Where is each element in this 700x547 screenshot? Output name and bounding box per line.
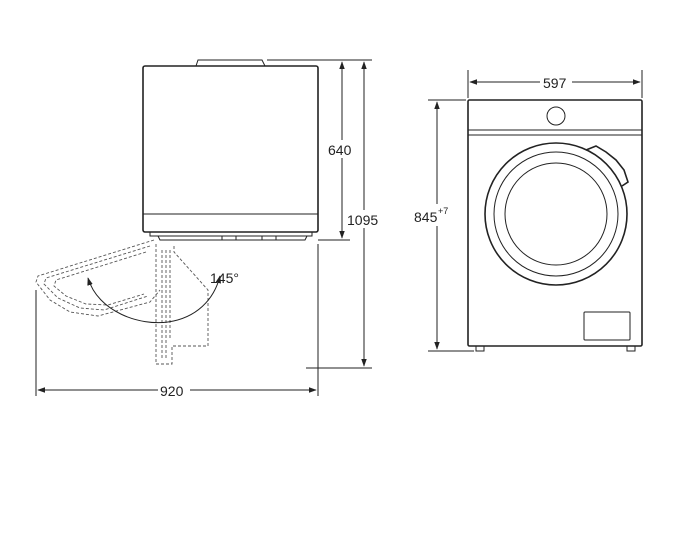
front-foot-left bbox=[475, 345, 485, 352]
stacking-kit-foot-left bbox=[221, 235, 237, 241]
top-unit-lid-handle bbox=[195, 59, 266, 67]
stacking-kit-foot-right bbox=[261, 235, 277, 241]
door-glass bbox=[504, 162, 608, 266]
top-unit-body bbox=[142, 65, 319, 233]
door-angle-arc bbox=[87, 275, 221, 324]
door-handle bbox=[585, 145, 629, 187]
door-swing-outline-inner2 bbox=[53, 251, 147, 306]
door-angle-label: 145° bbox=[210, 270, 239, 286]
depth-dimension-label: 920 bbox=[160, 383, 184, 399]
door-outer-ring bbox=[484, 142, 628, 286]
base-height-tolerance: +7 bbox=[438, 206, 448, 216]
width-dimension-label: 597 bbox=[543, 75, 567, 91]
total-height-label: 1095 bbox=[347, 212, 378, 228]
front-foot-right bbox=[626, 345, 636, 352]
door-inner-ring bbox=[493, 151, 619, 277]
door-closed-outline bbox=[155, 244, 209, 365]
front-view: 597 845 +7 bbox=[414, 70, 643, 352]
stacking-kit bbox=[157, 235, 308, 241]
program-knob bbox=[546, 106, 566, 126]
base-height-label: 845 bbox=[414, 209, 438, 225]
filter-cover bbox=[583, 311, 631, 341]
side-view: 145° 920 640 1095 bbox=[35, 59, 384, 399]
front-body bbox=[467, 99, 643, 347]
top-unit-height-label: 640 bbox=[328, 142, 352, 158]
door-swing-outline-outer bbox=[35, 239, 161, 317]
door-closed-outline-inner bbox=[161, 250, 171, 358]
